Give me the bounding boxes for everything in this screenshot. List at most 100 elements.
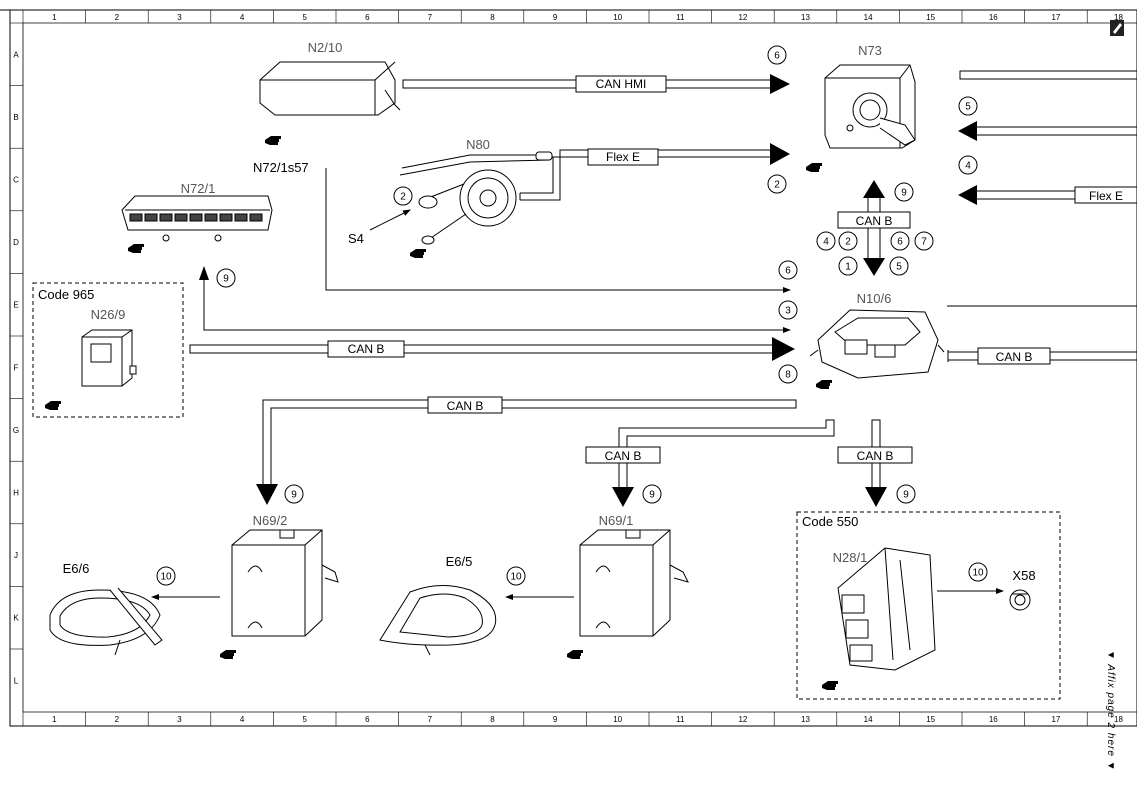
grid-col-label: 15 xyxy=(926,715,935,724)
panel-key xyxy=(174,213,188,222)
callout-number: 4 xyxy=(965,161,971,172)
can-b-line-h2: CAN B xyxy=(837,419,913,507)
callout-number: 5 xyxy=(965,102,971,113)
callout-number: 10 xyxy=(510,572,522,583)
grid-col-label: 5 xyxy=(302,13,307,22)
grid-col-label: 1 xyxy=(52,715,57,724)
callout-number: 4 xyxy=(823,237,829,248)
label-e6-6: E6/6 xyxy=(63,561,90,576)
grid-col-label: 5 xyxy=(302,715,307,724)
label-n73: N73 xyxy=(858,43,882,58)
panel-key xyxy=(144,213,158,222)
pointing-hand-icon xyxy=(410,249,426,258)
callout-circle xyxy=(838,256,858,276)
label-n10-6: N10/6 xyxy=(857,291,892,306)
callout-circle xyxy=(284,484,304,504)
code-965-box xyxy=(32,282,184,418)
label-n2-10: N2/10 xyxy=(308,40,343,55)
grid-col-label: 4 xyxy=(240,715,245,724)
callout-circle xyxy=(958,155,978,175)
callout-number: 1 xyxy=(845,262,851,273)
callout-circle xyxy=(767,45,787,65)
grid-row-label: J xyxy=(14,551,18,560)
callout-circle xyxy=(778,300,798,320)
reference-pointers xyxy=(45,136,838,690)
n2-10-module xyxy=(259,61,401,116)
can-b-label-f: CAN B xyxy=(348,342,385,356)
flex-e-line: Flex E xyxy=(519,143,790,201)
can-hmi-line: CAN HMI xyxy=(402,74,790,94)
can-b-line-h1: CAN B xyxy=(585,419,835,507)
panel-key xyxy=(159,213,173,222)
can-b-label-g: CAN B xyxy=(447,399,484,413)
pointing-hand-icon xyxy=(806,163,822,172)
callout-number: 6 xyxy=(897,237,903,248)
grid-col-label: 2 xyxy=(115,715,120,724)
label-code-965: Code 965 xyxy=(38,287,94,302)
grid-col-label: 18 xyxy=(1114,715,1123,724)
panel-key xyxy=(249,213,263,222)
flex-e-label-right: Flex E xyxy=(1089,189,1123,203)
n26-9-module xyxy=(81,329,137,387)
callout-number: 10 xyxy=(160,572,172,583)
pointing-hand-icon xyxy=(128,244,144,253)
n28-1-trailer-module xyxy=(837,547,936,671)
grid-col-label: 10 xyxy=(613,13,622,22)
callout-circle xyxy=(958,96,978,116)
callout-number: 3 xyxy=(785,306,791,317)
x58-socket xyxy=(1009,589,1031,611)
callout-number: 6 xyxy=(774,51,780,62)
label-code-550: Code 550 xyxy=(802,514,858,529)
grid-col-label: 14 xyxy=(864,715,873,724)
pointing-hand-icon xyxy=(220,650,236,659)
label-n72-1: N72/1 xyxy=(181,181,216,196)
grid-col-label: 13 xyxy=(801,715,810,724)
grid-col-label: 16 xyxy=(989,715,998,724)
pointing-hand-icon xyxy=(45,401,61,410)
e6-6-mirror xyxy=(49,587,163,656)
grid-row-label: L xyxy=(14,676,19,685)
can-b-line-f: CAN B xyxy=(189,337,795,361)
n80-steering-column-module xyxy=(399,151,553,245)
n69-1-door-module xyxy=(579,529,689,637)
grid-col-label: 4 xyxy=(240,13,245,22)
n10-6-sam-module xyxy=(809,309,945,379)
label-n69-1: N69/1 xyxy=(599,513,634,528)
label-n28-1: N28/1 xyxy=(833,550,868,565)
pointing-hand-icon xyxy=(567,650,583,659)
callout-number: 9 xyxy=(223,274,229,285)
callout-circle xyxy=(642,484,662,504)
label-e6-5: E6/5 xyxy=(446,554,473,569)
grid-col-label: 13 xyxy=(801,13,810,22)
callout-circle xyxy=(896,484,916,504)
flex-e-label: Flex E xyxy=(606,150,640,164)
grid-row-label: B xyxy=(13,113,18,122)
e6-5-mirror xyxy=(379,585,497,656)
callout-number: 5 xyxy=(896,262,902,273)
callout-circle xyxy=(889,256,909,276)
callout-number: 9 xyxy=(901,188,907,199)
panel-key xyxy=(129,213,143,222)
panel-key xyxy=(189,213,203,222)
pointing-hand-icon xyxy=(265,136,281,145)
grid-col-label: 14 xyxy=(864,13,873,22)
grid-col-label: 1 xyxy=(52,13,57,22)
label-x58: X58 xyxy=(1012,568,1035,583)
callout-number: 9 xyxy=(649,490,655,501)
callout-number: 8 xyxy=(785,370,791,381)
callout-circle xyxy=(778,364,798,384)
callout-circle xyxy=(156,566,176,586)
n72-1-control-panel xyxy=(121,195,273,242)
signal-lines-n10-6 xyxy=(199,168,1137,333)
can-b-line-right: CAN B xyxy=(947,347,1137,365)
label-n80: N80 xyxy=(466,137,490,152)
label-n72-1s57: N72/1s57 xyxy=(253,160,309,175)
callout-circle xyxy=(767,174,787,194)
drawing-frame xyxy=(0,9,1137,727)
label-n26-9: N26/9 xyxy=(91,307,126,322)
callout-circle xyxy=(506,566,526,586)
grid-col-label: 12 xyxy=(738,715,747,724)
grid-col-label: 7 xyxy=(428,13,433,22)
